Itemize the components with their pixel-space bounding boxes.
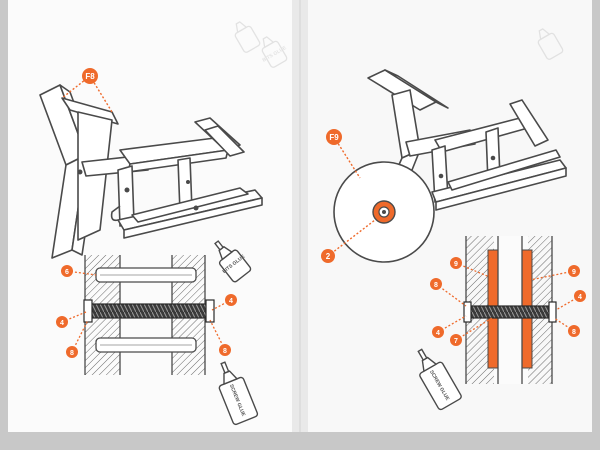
callout-f8-label: F8	[85, 72, 95, 81]
callout-9-right-label: 9	[572, 269, 576, 276]
callout-4-right-right: 4	[555, 290, 586, 311]
callout-f8: F8	[61, 68, 113, 113]
callout-9-right: 9	[529, 265, 580, 281]
callout-4-right-left: 4	[432, 315, 467, 338]
callout-8-left: 8	[66, 319, 89, 358]
callout-9-left-label: 9	[454, 261, 458, 268]
callout-f9-label: F9	[329, 133, 339, 142]
frame-assembly-drawing	[39, 84, 263, 259]
wheel	[333, 161, 435, 263]
glue-bottle-small: BITS GLUE	[214, 240, 252, 283]
callout-4-left: 4	[56, 311, 87, 328]
glue-bottle-large-left: SCREW GLUE	[218, 361, 259, 426]
callout-4-right-right-label: 4	[578, 294, 582, 301]
callout-7: 7	[450, 317, 493, 346]
glue-bottle-faint-3	[537, 28, 564, 60]
callout-6-label: 6	[65, 269, 69, 276]
callout-8-left-label: 8	[70, 350, 74, 357]
callout-2: 2	[321, 219, 376, 263]
callout-8-right-right: 8	[553, 317, 580, 337]
callout-4-right: 4	[211, 294, 237, 311]
callout-6: 6	[61, 265, 97, 277]
callout-f9: F9	[326, 129, 361, 179]
callout-8-right-left: 8	[430, 278, 467, 307]
wheel-assembly-drawing	[367, 69, 567, 213]
callout-4-right-label: 4	[229, 298, 233, 305]
callout-8-right: 8	[209, 319, 231, 356]
callout-9-left: 9	[450, 257, 493, 279]
screw-section-drawing	[83, 255, 215, 375]
callout-7-label: 7	[454, 338, 458, 345]
callout-8-right-right-label: 8	[572, 329, 576, 336]
callout-8-right-label: 8	[223, 348, 227, 355]
axle-section-drawing	[463, 236, 557, 384]
callout-4-left-label: 4	[60, 320, 64, 327]
callout-4-right-left-label: 4	[436, 330, 440, 337]
glue-bottle-large-right: SCREW GLUE	[417, 348, 462, 411]
glue-bottle-faint-1	[234, 21, 261, 53]
callout-2-label: 2	[326, 252, 331, 261]
callout-8-right-left-label: 8	[434, 282, 438, 289]
